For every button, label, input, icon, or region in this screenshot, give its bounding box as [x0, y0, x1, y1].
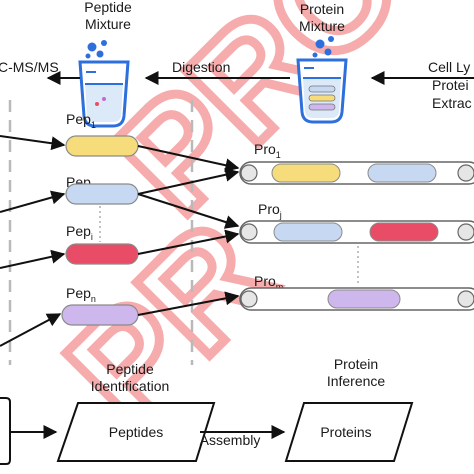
peptide-identification-label-2: Identification [91, 378, 170, 394]
peptide-beaker-icon [78, 40, 130, 128]
digestion-label: Digestion [172, 59, 230, 75]
lcms-label: C-MS/MS [0, 59, 59, 75]
cell-lysis-label-3: Extrac [432, 95, 472, 111]
peptides-box [56, 402, 216, 462]
proteins-box-label: Proteins [320, 424, 371, 440]
peptide-identification-label-1: Peptide [106, 361, 154, 377]
protein-mixture-label-1: Protein [300, 1, 344, 17]
peptide-pill-n [61, 304, 139, 326]
peptide-label-i: Pepi [66, 223, 93, 242]
peptide-mixture-label-1: Peptide [84, 0, 132, 15]
protein-inference-label-2: Inference [327, 373, 386, 389]
cell-lysis-label-2: Protei [432, 77, 469, 93]
proteins-box [284, 402, 414, 462]
cell-lysis-label-1: Cell Ly [428, 59, 470, 75]
protein-mixture-label-2: Mixture [299, 18, 345, 34]
peptide-pill-i [65, 243, 139, 265]
peptide-pill-2 [65, 183, 139, 205]
protein-label-1: Pro1 [254, 141, 281, 160]
protein-bar-m [239, 287, 474, 311]
protein-label-j: Proj [258, 201, 282, 220]
protein-label-m: Prom [254, 273, 283, 292]
peptide-mixture-label-2: Mixture [85, 16, 131, 32]
peptide-label-n: Pepn [66, 285, 96, 304]
protein-inference-label-1: Protein [334, 356, 378, 372]
peptides-box-label: Peptides [109, 424, 163, 440]
protein-beaker-icon [296, 36, 348, 124]
peptide-label-1: Pep1 [66, 111, 96, 130]
protein-bar-j [239, 220, 474, 244]
input-box-partial [0, 397, 11, 465]
assembly-label: Assembly [200, 432, 261, 448]
protein-bar-1 [239, 161, 474, 185]
peptide-pill-1 [65, 135, 139, 157]
